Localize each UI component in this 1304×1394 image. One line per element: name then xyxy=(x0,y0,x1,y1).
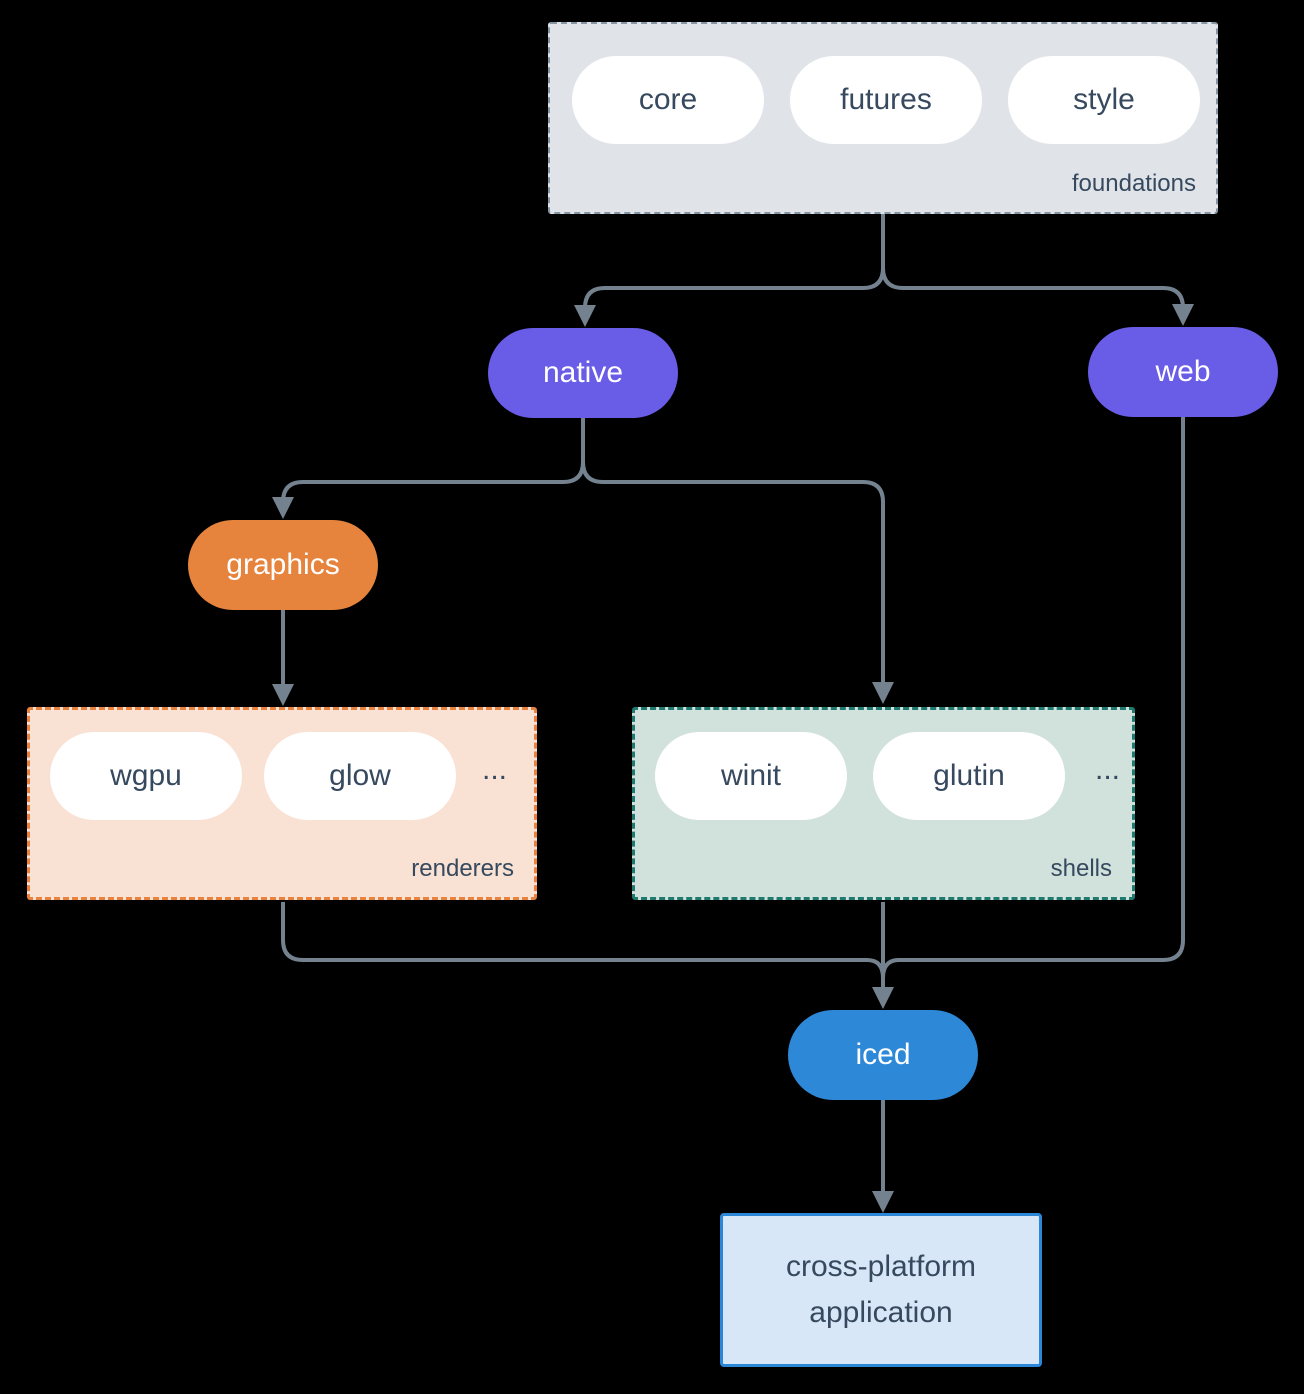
edge-native-shells xyxy=(581,461,894,704)
node-web: web xyxy=(1088,327,1278,417)
node-native: native xyxy=(488,328,678,418)
shells-ellipsis: ... xyxy=(1095,753,1121,786)
edge-foundations-native xyxy=(574,267,885,327)
group-shells: winit glutin ... shells xyxy=(632,707,1135,900)
edge-renderers-merge xyxy=(281,902,885,979)
node-glutin: glutin xyxy=(873,732,1065,820)
group-label-renderers: renderers xyxy=(411,855,514,882)
edge-foundations-web xyxy=(881,267,1194,326)
node-wgpu: wgpu xyxy=(50,732,242,820)
node-core: core xyxy=(572,56,764,144)
edge-native-graphics xyxy=(272,461,585,519)
node-glow: glow xyxy=(264,732,456,820)
node-cross-platform-application: cross-platform application xyxy=(720,1213,1042,1367)
group-renderers: wgpu glow ... renderers xyxy=(27,707,537,900)
group-label-shells: shells xyxy=(1050,855,1112,882)
node-futures: futures xyxy=(790,56,982,144)
node-iced: iced xyxy=(788,1010,978,1100)
group-label-foundations: foundations xyxy=(1071,170,1196,197)
group-foundations: core futures style foundations xyxy=(548,22,1218,214)
renderers-ellipsis: ... xyxy=(482,753,508,786)
node-graphics: graphics xyxy=(188,520,378,610)
node-style: style xyxy=(1008,56,1200,144)
node-winit: winit xyxy=(655,732,847,820)
